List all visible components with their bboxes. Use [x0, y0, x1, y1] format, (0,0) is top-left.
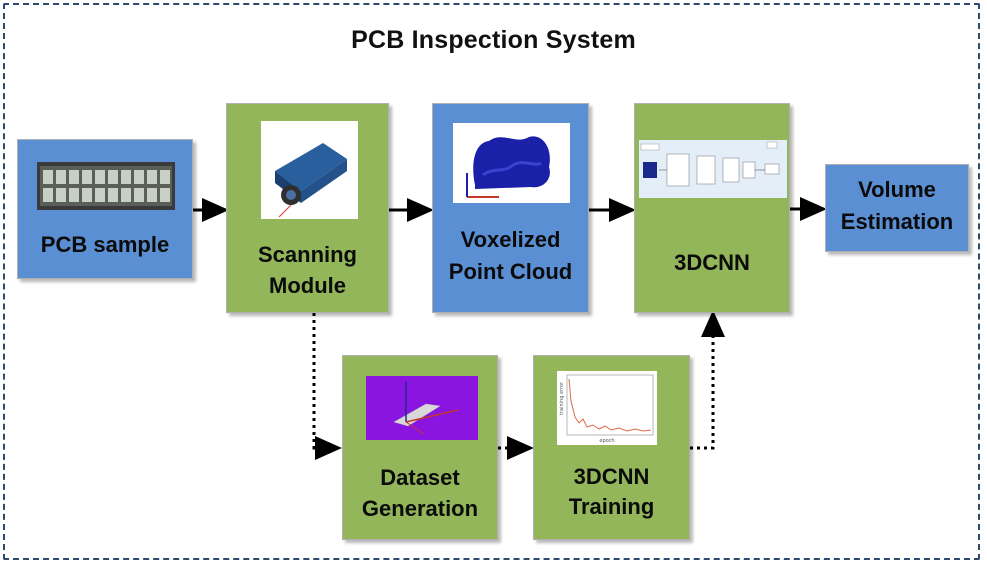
node-volume-estimation: Volume Estimation	[825, 164, 969, 252]
volume-label-line-1: Volume	[858, 177, 936, 202]
3dcnn-label: 3DCNN	[674, 250, 750, 275]
node-3dcnn-training: epoch training error 3DCNN Training	[533, 355, 690, 540]
node-voxelized-point-cloud: Voxelized Point Cloud	[432, 103, 589, 313]
dataset-label-line-2: Generation	[361, 496, 479, 521]
svg-text:epoch: epoch	[599, 438, 614, 444]
node-scanning-module: Scanning Module	[226, 103, 389, 313]
dataset-render-image-icon	[366, 376, 478, 440]
node-pcb-sample: PCB sample	[17, 139, 193, 279]
volume-label-line-2: Estimation	[840, 209, 954, 234]
voxelized-label-line-2: Point Cloud	[448, 259, 573, 284]
voxel-point-cloud-image-icon	[453, 123, 570, 203]
diagram-frame	[3, 3, 980, 560]
dataset-label-line-1: Dataset	[380, 465, 460, 490]
svg-text:training error: training error	[559, 381, 565, 415]
dotted-arrow-training-to-3dcnn	[690, 310, 725, 450]
cnn-architecture-image-icon	[639, 140, 787, 198]
pcb-board-photo-icon	[37, 162, 175, 210]
dotted-arrow-scanning-to-dataset	[312, 313, 342, 460]
pcb-sample-label: PCB sample	[40, 232, 170, 257]
laser-scanner-photo-icon	[261, 121, 358, 219]
training-label-line-1: 3DCNN	[573, 464, 650, 489]
scanning-module-label-line-1: Scanning	[257, 242, 357, 267]
scanning-module-label-line-2: Module	[269, 273, 346, 298]
voxelized-label-line-1: Voxelized	[460, 227, 561, 252]
training-label-line-2: Training	[568, 494, 655, 519]
node-3dcnn: 3DCNN	[634, 103, 790, 313]
diagram-title: PCB Inspection System	[351, 26, 636, 54]
node-dataset-generation: Dataset Generation	[342, 355, 498, 540]
training-error-plot-image-icon: epoch training error	[557, 371, 657, 445]
